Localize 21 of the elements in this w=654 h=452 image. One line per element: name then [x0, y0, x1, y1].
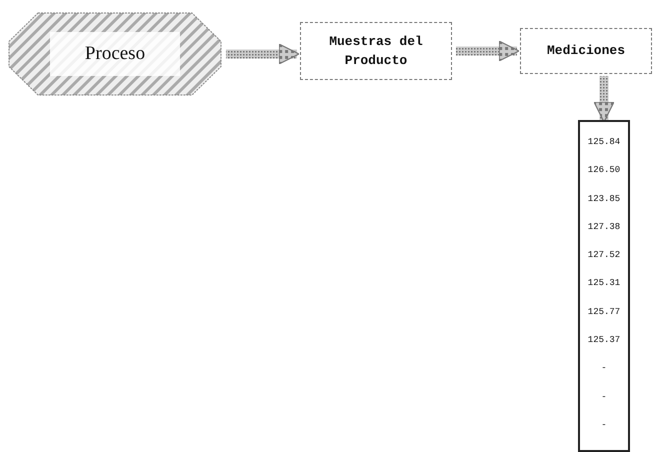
measurement-value: 125.84 [588, 136, 620, 149]
node-label: Proceso [84, 42, 146, 66]
measurement-value: 123.85 [588, 192, 620, 206]
measurement-value: - [601, 362, 607, 376]
measurement-value: 125.77 [588, 306, 620, 319]
node-label: Mediciones [546, 42, 625, 60]
process-box [300, 22, 452, 80]
process-octagon [8, 12, 222, 96]
measurement-value: 127.38 [588, 220, 620, 234]
block-arrow [456, 40, 520, 62]
measurement-column [578, 120, 630, 452]
measurement-value: - [601, 390, 607, 404]
process-box [520, 28, 652, 74]
measurement-value: 125.31 [588, 277, 620, 290]
block-arrow [226, 44, 300, 64]
measurement-value: - [601, 418, 607, 432]
measurement-value: 127.52 [588, 249, 620, 262]
measurement-value: 125.37 [588, 334, 620, 348]
block-arrow [594, 76, 614, 123]
measurement-value: 126.50 [588, 164, 620, 178]
node-label: Muestras del Producto [328, 32, 424, 70]
